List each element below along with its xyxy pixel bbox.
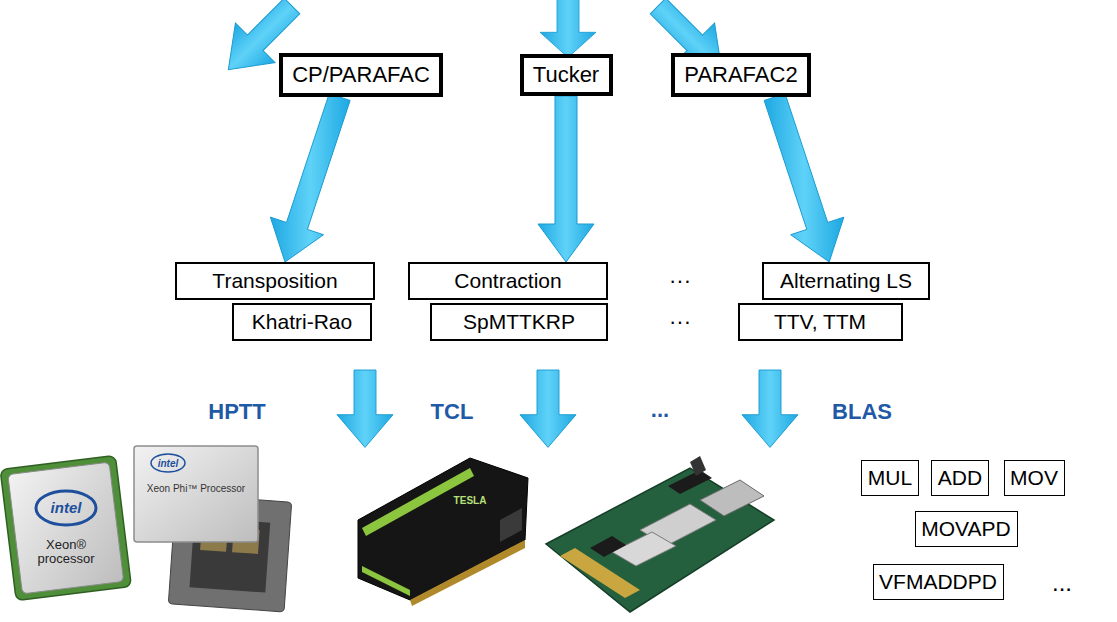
instruction-box: MUL bbox=[861, 460, 919, 496]
card-text: TESLA bbox=[454, 495, 487, 506]
xeon-phi-chip bbox=[134, 446, 292, 612]
card-body bbox=[358, 458, 528, 600]
block-arrow bbox=[538, 96, 594, 262]
block-arrow bbox=[742, 370, 798, 447]
chip-logo: intel bbox=[158, 458, 179, 469]
box-label: Transposition bbox=[212, 269, 337, 293]
kernel-box: Contraction bbox=[408, 262, 608, 300]
ethernet-jack bbox=[700, 480, 764, 516]
box-label: Tucker bbox=[533, 62, 599, 87]
box-label: MOVAPD bbox=[921, 517, 1010, 541]
kernel-box: TTV, TTM bbox=[738, 303, 903, 341]
ellipsis: ... bbox=[651, 398, 669, 422]
box-label: VFMADDPD bbox=[879, 570, 997, 594]
circuit-board bbox=[546, 468, 774, 612]
block-arrow bbox=[270, 94, 350, 262]
dev-board bbox=[546, 456, 774, 612]
chip-package bbox=[668, 470, 712, 494]
usb-port bbox=[612, 532, 676, 566]
box-label: SpMTTKRP bbox=[463, 310, 575, 334]
xeon-chip bbox=[0, 455, 131, 600]
block-arrow bbox=[337, 370, 393, 447]
kernel-box: Transposition bbox=[175, 262, 375, 300]
heat-spreader bbox=[134, 446, 258, 542]
ellipsis: ... bbox=[1052, 570, 1072, 596]
kernel-box: Alternating LS bbox=[762, 262, 930, 300]
block-arrow bbox=[764, 94, 844, 262]
box-label: CP/PARAFAC bbox=[292, 62, 430, 87]
block-arrow bbox=[540, 0, 596, 57]
component bbox=[690, 456, 706, 476]
chip-logo: intel bbox=[51, 500, 82, 517]
chip-text: Xeon Phi™ Processor bbox=[147, 483, 245, 494]
card-grille bbox=[500, 508, 522, 542]
card-stripe bbox=[362, 566, 410, 596]
logo-ring bbox=[36, 491, 96, 525]
box-label: PARAFAC2 bbox=[684, 62, 797, 87]
heat-spreader bbox=[8, 462, 124, 594]
library-label: TCL bbox=[431, 400, 474, 424]
logo-ring bbox=[151, 454, 185, 472]
library-label: BLAS bbox=[832, 400, 892, 424]
instruction-box: VFMADDPD bbox=[873, 564, 1004, 600]
decomposition-box: Tucker bbox=[520, 54, 613, 96]
pin-header bbox=[560, 548, 640, 598]
box-label: ADD bbox=[938, 466, 982, 490]
box-label: MOV bbox=[1010, 466, 1058, 490]
block-arrow bbox=[520, 370, 576, 447]
library-label: HPTT bbox=[208, 400, 265, 424]
ellipsis: ··· bbox=[669, 269, 691, 293]
box-label: MUL bbox=[868, 466, 912, 490]
instruction-box: MOV bbox=[1004, 460, 1065, 496]
box-label: Khatri-Rao bbox=[252, 310, 352, 334]
kernel-box: Khatri-Rao bbox=[232, 303, 372, 341]
card-connector bbox=[410, 540, 525, 606]
gpu-card bbox=[358, 458, 528, 606]
decomposition-box: CP/PARAFAC bbox=[279, 53, 443, 97]
box-label: Alternating LS bbox=[780, 269, 912, 293]
ellipsis: ··· bbox=[669, 310, 691, 334]
chip-package bbox=[590, 536, 626, 557]
box-label: Contraction bbox=[454, 269, 561, 293]
instruction-box: MOVAPD bbox=[915, 511, 1018, 547]
chip-substrate bbox=[0, 455, 131, 600]
box-label: TTV, TTM bbox=[774, 310, 866, 334]
instruction-box: ADD bbox=[931, 460, 989, 496]
decomposition-box: PARAFAC2 bbox=[671, 53, 811, 97]
chip-text: Xeon® processor bbox=[24, 538, 108, 567]
kernel-box: SpMTTKRP bbox=[430, 303, 608, 341]
